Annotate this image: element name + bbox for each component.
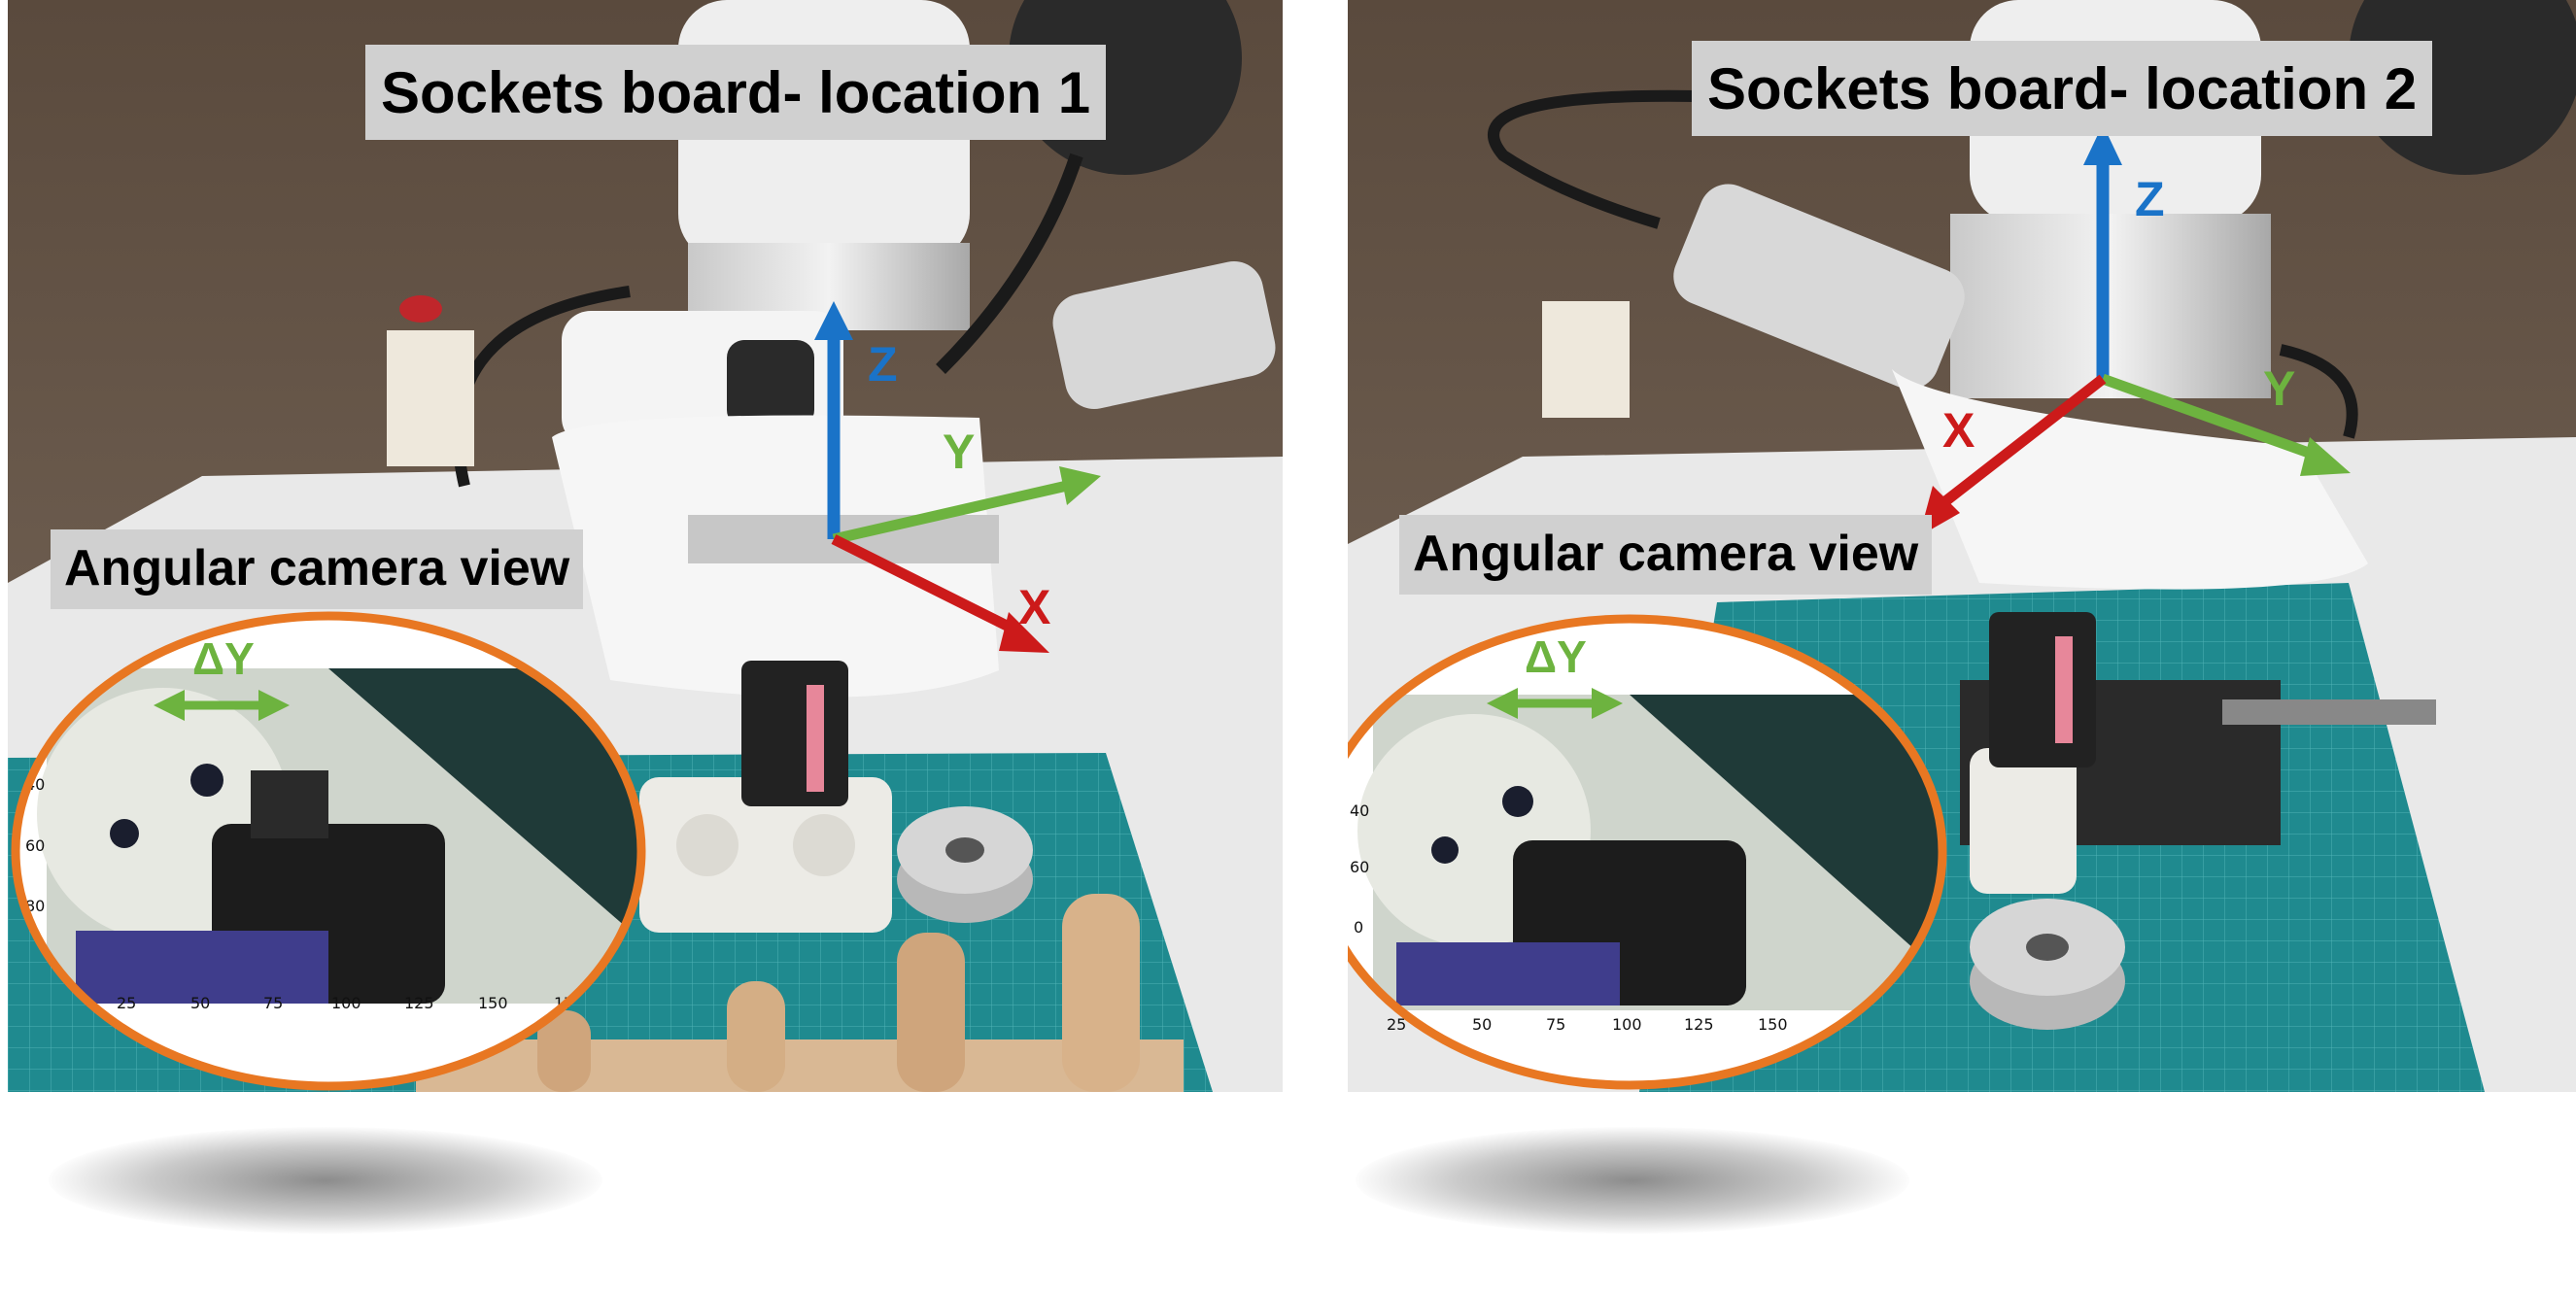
drop-shadow	[1356, 1127, 1909, 1234]
x-tick-75: 75	[263, 994, 283, 1012]
y-tick-60: 60	[25, 836, 45, 855]
drop-shadow	[49, 1127, 602, 1234]
photo-panel-location-1: Sockets board- location 1 Z Y X Angular …	[8, 0, 1283, 1092]
x-tick-75: 75	[1546, 1015, 1565, 1034]
x-tick-100: 100	[1612, 1015, 1642, 1034]
x-tick-25: 25	[117, 994, 136, 1012]
x-axis-label: X	[1018, 580, 1051, 634]
x-tick-125: 125	[404, 994, 434, 1012]
inset-label: Angular camera view	[1399, 515, 1933, 595]
delta-y-arrow: ΔY	[154, 633, 290, 721]
x-tick-100: 100	[331, 994, 361, 1012]
y-axis-label: Y	[2263, 361, 2296, 416]
y-tick-40: 40	[1350, 801, 1369, 820]
location-title: Sockets board- location 1	[365, 45, 1107, 140]
x-tick-125: 125	[1684, 1015, 1714, 1034]
x-tick-25: 25	[1387, 1015, 1406, 1034]
y-axis-label: Y	[943, 425, 976, 479]
delta-y-arrow: ΔY	[1487, 631, 1623, 719]
location-title: Sockets board- location 2	[1692, 41, 2433, 136]
camera-view-image: 40 60 0 25 50 75 100 125 150 ΔY	[1348, 614, 1947, 1090]
photo-panel-location-2: Sockets board- location 2 Z Y X Angular …	[1348, 0, 2576, 1092]
y-tick-0: 0	[1354, 918, 1363, 937]
z-axis-label: Z	[868, 337, 898, 392]
z-axis-label: Z	[2135, 172, 2165, 226]
inset-border	[11, 611, 646, 1091]
camera-view-image: 40 60 80 25 50 75 100 125 150 17 ΔY	[11, 611, 646, 1091]
inset-axis-ticks: 40 60 0 25 50 75 100 125 150	[1350, 801, 1788, 1034]
x-tick-150: 150	[478, 994, 508, 1012]
x-tick-50: 50	[190, 994, 210, 1012]
x-axis-label: X	[1942, 403, 1975, 458]
x-tick-50: 50	[1472, 1015, 1492, 1034]
delta-y-label: ΔY	[1525, 631, 1587, 682]
delta-y-label: ΔY	[192, 633, 255, 684]
camera-view-inset: 40 60 0 25 50 75 100 125 150 ΔY	[1348, 612, 1950, 1092]
x-tick-150: 150	[1758, 1015, 1788, 1034]
coordinate-axes	[814, 301, 1101, 653]
inset-label: Angular camera view	[51, 529, 584, 609]
y-tick-60: 60	[1350, 858, 1369, 876]
camera-view-inset: 40 60 80 25 50 75 100 125 150 17 ΔY	[8, 610, 649, 1092]
inset-border	[1348, 614, 1947, 1090]
